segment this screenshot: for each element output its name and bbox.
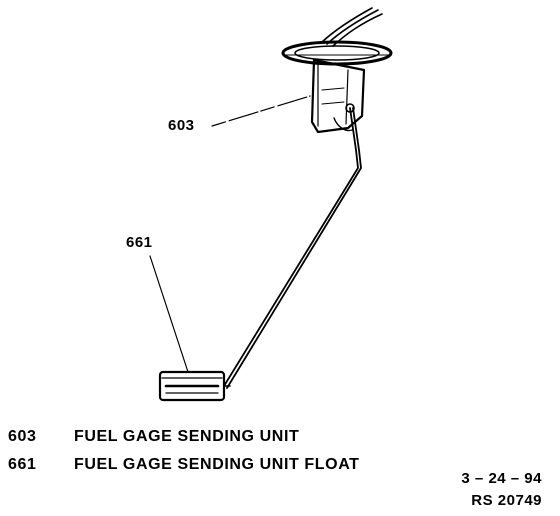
legend-number: 661	[8, 456, 37, 473]
reference-code: RS 20749	[471, 492, 542, 509]
legend-item-603: 603 FUEL GAGE SENDING UNIT	[8, 428, 299, 446]
reference-date: 3 – 24 – 94	[461, 470, 542, 487]
leader-line-603	[211, 95, 311, 127]
sending-unit-body	[310, 58, 366, 134]
float-arm	[223, 107, 362, 389]
wiring-leads	[321, 7, 383, 47]
legend-item-661: 661 FUEL GAGE SENDING UNIT FLOAT	[8, 456, 360, 474]
float	[158, 370, 231, 402]
mounting-flange	[281, 40, 393, 66]
leader-line-661	[149, 255, 189, 373]
legend-number: 603	[8, 428, 37, 445]
callout-661: 661	[126, 234, 153, 251]
legend-description: FUEL GAGE SENDING UNIT	[74, 428, 300, 445]
legend-description: FUEL GAGE SENDING UNIT FLOAT	[74, 456, 360, 473]
callout-603: 603	[168, 117, 195, 134]
